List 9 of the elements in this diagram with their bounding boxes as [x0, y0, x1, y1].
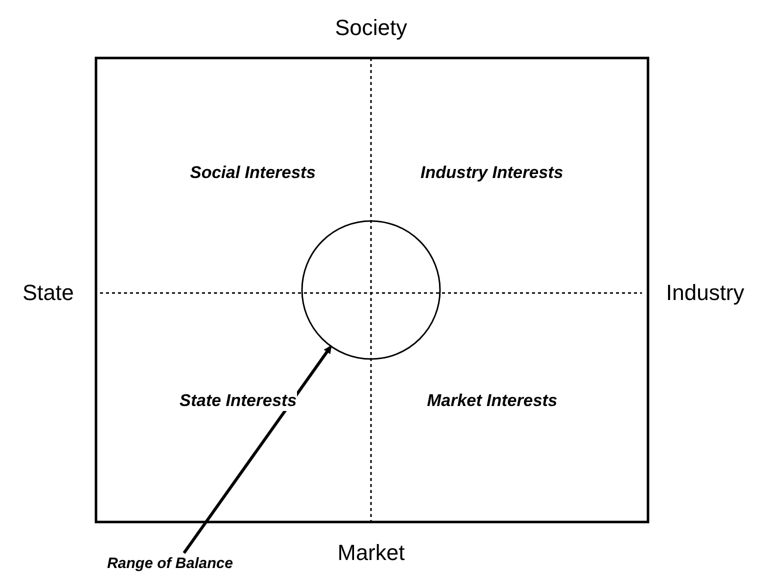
axis-label: Industry [666, 280, 744, 306]
arrow [182, 345, 332, 554]
balance-circle [301, 220, 441, 360]
axis-label: Market [338, 540, 405, 566]
callout-text: Range of Balance [84, 553, 256, 575]
axis-label: State [22, 280, 74, 306]
axis-label: Society [335, 15, 408, 41]
quadrant-label: State Interests [180, 391, 297, 411]
quadrant-label: Industry Interests [420, 163, 564, 183]
